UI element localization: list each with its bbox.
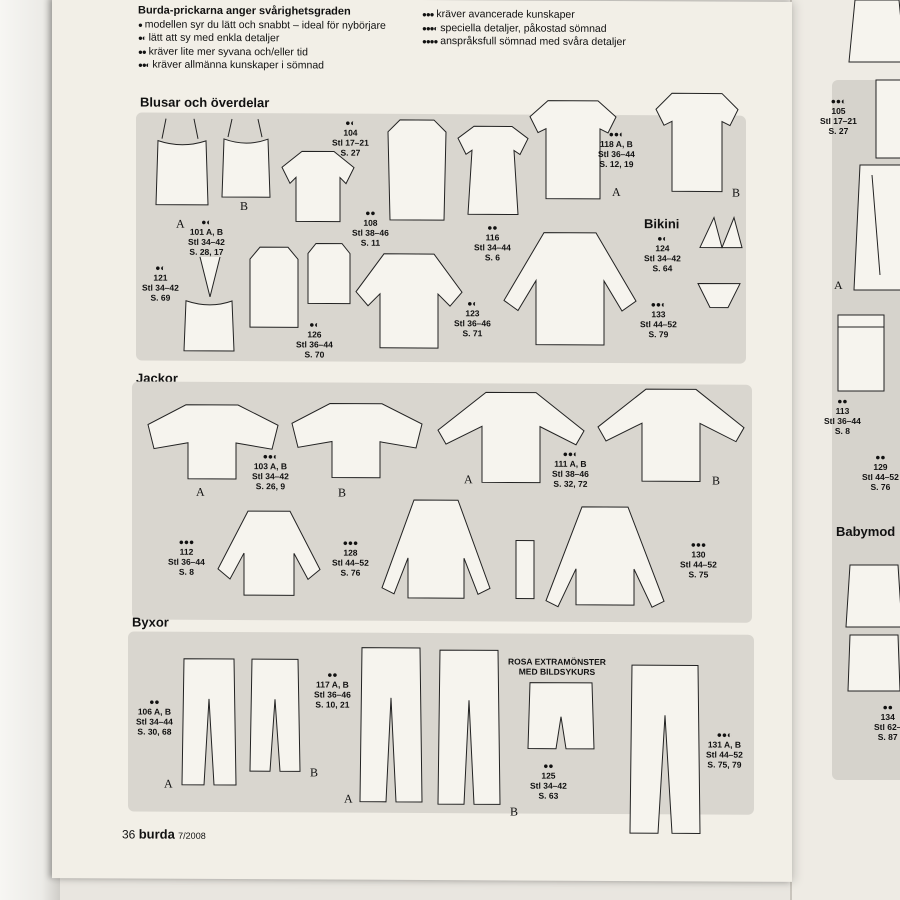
letter-a: A	[196, 484, 205, 499]
short-skirt-drawing	[837, 314, 885, 392]
legend-text: lätt att sy med enkla detaljer	[148, 31, 280, 45]
long-pants-drawing	[629, 664, 701, 834]
letter-a: A	[176, 216, 185, 231]
pattern-label-112: ●●● 112 Stl 36–44 S. 8	[168, 536, 205, 577]
kimono-jacket-a-drawing	[147, 404, 279, 480]
letter-a: A	[164, 776, 173, 791]
letter-a: A	[834, 278, 843, 292]
pattern-label-131: ●●◐ 131 A, B Stl 44–52 S. 75, 79	[706, 729, 743, 770]
page-footer: 36 burda 7/2008	[122, 826, 206, 842]
legend-dots: ●●●	[422, 10, 434, 20]
camisole-a-drawing	[155, 118, 209, 206]
letter-a: A	[612, 184, 621, 200]
pants-a-drawing	[181, 658, 237, 786]
long-skirt-drawing	[853, 164, 900, 291]
sleeveless-top-drawing	[387, 119, 447, 221]
belt-drawing	[515, 539, 535, 600]
pattern-label-103: ●●◐ 103 A, B Stl 34–42 S. 26, 9	[252, 451, 289, 492]
pattern-label-129: ●● 129 Stl 44–52 S. 76	[862, 452, 899, 492]
letter-a: A	[464, 472, 473, 487]
legend-dots: ●●◐	[138, 60, 150, 70]
puff-sleeve-top-a-drawing	[529, 100, 617, 200]
brand-logo: burda	[138, 826, 175, 842]
magazine-page: Burda-prickarna anger svårighetsgraden ●…	[52, 0, 792, 882]
pattern-label-134: ●● 134 Stl 62– S. 87	[874, 702, 900, 742]
legend-text: kräver allmänna kunskaper i sömnad	[152, 58, 325, 72]
previous-page-edge	[0, 0, 60, 900]
pattern-label-118: ●●◐ 118 A, B Stl 36–44 S. 12, 19	[598, 128, 635, 170]
right-page: ●●◐ 105 Stl 17–21 S. 27 A ●● 113 Stl 36–…	[790, 0, 900, 900]
pattern-label-130: ●●● 130 Stl 44–52 S. 75	[680, 539, 717, 580]
section-header-byxor: Byxor	[132, 614, 169, 630]
tank-top-drawing	[249, 246, 299, 328]
difficulty-legend-left: Burda-prickarna anger svårighetsgraden ●…	[138, 5, 386, 74]
bubble-shorts-drawing	[527, 682, 595, 750]
legend-text: kräver avancerade kunskaper	[436, 8, 575, 21]
skirt-drawing	[848, 0, 900, 63]
baby-clothes-drawing	[845, 564, 900, 692]
safari-shirt-drawing	[503, 232, 637, 346]
pants-b-drawing	[249, 658, 301, 772]
pattern-label-105: ●●◐ 105 Stl 17–21 S. 27	[820, 96, 857, 136]
short-sleeve-blouse-drawing	[281, 150, 355, 223]
pattern-label-104: ●◐ 104 Stl 17–21 S. 27	[332, 117, 369, 158]
pattern-label-125: ●● 125 Stl 34–42 S. 63	[530, 760, 567, 801]
pattern-label-106: ●● 106 A, B Stl 34–44 S. 30, 68	[136, 696, 173, 737]
section-header-blusar: Blusar och överdelar	[140, 94, 270, 111]
pattern-label-124: ●◐ 124 Stl 34–42 S. 64	[644, 233, 681, 274]
halter-top-drawing	[183, 256, 235, 352]
legend-dots: ●●	[138, 47, 146, 57]
babymode-header: Babymod	[836, 524, 896, 539]
shirt-jacket-b-drawing	[597, 388, 745, 482]
legend-dots: ●◐	[138, 33, 146, 43]
pattern-label-133: ●●◐ 133 Stl 44–52 S. 79	[640, 299, 677, 340]
legend-dots: ●●●◐	[422, 23, 438, 33]
wrap-tunic-drawing	[355, 253, 463, 349]
legend-dots: ●●●●	[422, 37, 438, 47]
legend-text: modellen syr du lätt och snabbt – ideal …	[144, 18, 386, 32]
blazer-drawing	[381, 499, 491, 599]
pattern-label-128: ●●● 128 Stl 44–52 S. 76	[332, 537, 369, 578]
legend-dots: ●	[138, 20, 142, 30]
pattern-label-111: ●●◐ 111 A, B Stl 38–46 S. 32, 72	[552, 448, 589, 489]
wide-pants-b-drawing	[437, 649, 501, 805]
draped-tank-drawing	[307, 242, 351, 305]
puff-sleeve-top-b-drawing	[655, 92, 739, 193]
rosa-extra-pattern-label: ROSA EXTRAMÖNSTER MED BILDSYKURS	[508, 656, 606, 677]
legend-title: Burda-prickarna anger svårighetsgraden	[138, 4, 351, 18]
bikini-drawing	[697, 216, 743, 309]
letter-b: B	[510, 804, 519, 819]
pattern-label-101: ●◐ 101 A, B Stl 34–42 S. 28, 17	[188, 216, 225, 257]
denim-jacket-drawing	[217, 510, 321, 596]
pattern-label-123: ●◐ 123 Stl 36–46 S. 71	[454, 298, 491, 339]
safari-jacket-drawing	[545, 506, 665, 608]
page-number: 36	[122, 827, 136, 842]
pants-drawing	[875, 79, 900, 159]
letter-b: B	[732, 185, 741, 200]
legend-text: speciella detaljer, påkostad sömnad	[440, 21, 607, 35]
pattern-label-121: ●◐ 121 Stl 34–42 S. 69	[142, 262, 179, 303]
shirt-jacket-a-drawing	[437, 391, 585, 484]
legend-text: anspråksfull sömnad med svåra detaljer	[440, 35, 626, 49]
bikini-header: Bikini	[644, 216, 680, 232]
camisole-b-drawing	[221, 118, 271, 198]
legend-text: kräver lite mer syvana och/eller tid	[148, 45, 308, 58]
issue-number: 7/2008	[178, 830, 206, 841]
kimono-jacket-b-drawing	[291, 403, 423, 479]
wide-pants-a-drawing	[359, 647, 423, 803]
letter-b: B	[310, 765, 319, 780]
pattern-label-117: ●● 117 A, B Stl 36–46 S. 10, 21	[314, 669, 351, 710]
letter-b: B	[338, 485, 347, 500]
letter-b: B	[240, 199, 249, 214]
pattern-label-126: ●◐ 126 Stl 36–44 S. 70	[296, 319, 333, 360]
pattern-label-113: ●● 113 Stl 36–44 S. 8	[824, 396, 861, 436]
letter-a: A	[344, 791, 353, 806]
pattern-label-108: ●● 108 Stl 38–46 S. 11	[352, 207, 389, 248]
difficulty-legend-right: ●●● kräver avancerade kunskaper ●●●◐ spe…	[422, 8, 626, 50]
letter-b: B	[712, 473, 721, 488]
empire-top-drawing	[457, 125, 529, 216]
